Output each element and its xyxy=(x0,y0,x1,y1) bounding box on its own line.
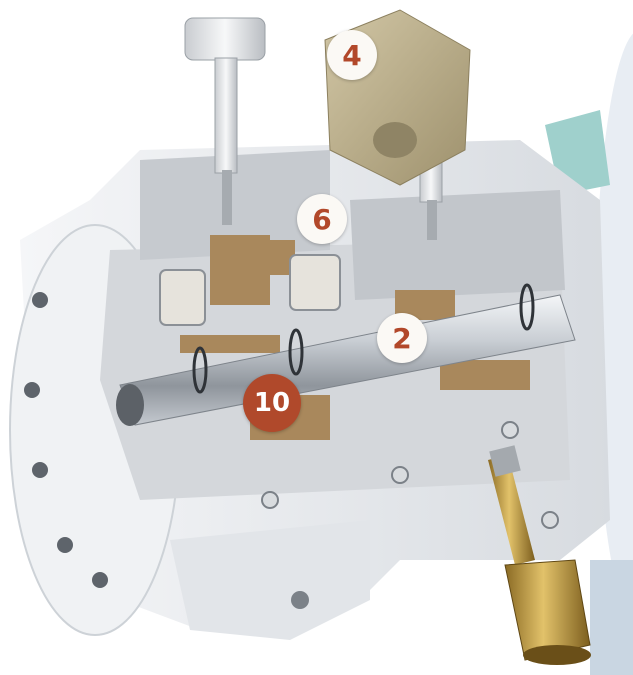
callout-4-label: 4 xyxy=(342,38,362,72)
upper-cut-wall xyxy=(140,150,330,260)
callout-4: 4 xyxy=(327,30,377,80)
base-bolt xyxy=(291,591,309,609)
mid-cut-wall xyxy=(350,190,565,300)
flange-bolts xyxy=(24,292,108,588)
right-lower-block xyxy=(590,560,633,675)
callout-2: 2 xyxy=(377,313,427,363)
callout-10: 10 xyxy=(243,374,301,432)
brass-fitting-icon xyxy=(488,445,591,665)
callout-6: 6 xyxy=(297,194,347,244)
shaft-end xyxy=(116,384,144,426)
callout-6-label: 6 xyxy=(312,202,332,236)
callout-10-label: 10 xyxy=(253,388,291,418)
lower-bolts xyxy=(261,421,559,529)
bearings xyxy=(159,254,341,326)
knob-left-icon xyxy=(184,17,266,225)
callout-2-label: 2 xyxy=(392,321,412,355)
shaft-rings xyxy=(192,283,535,394)
lower-base xyxy=(170,520,370,640)
